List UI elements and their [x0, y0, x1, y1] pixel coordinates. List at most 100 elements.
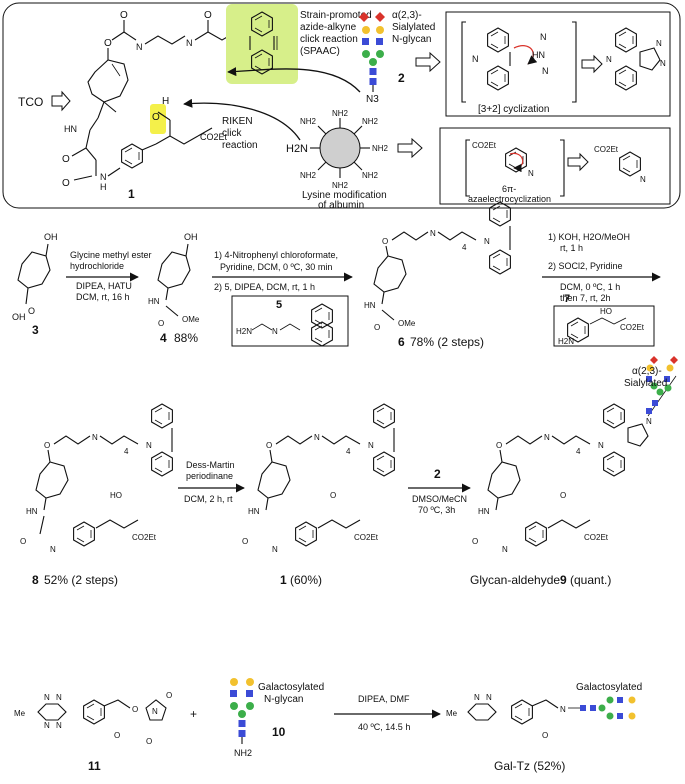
galactosylated-label-1: Galactosylated	[258, 682, 324, 693]
albumin-nh2-1: NH2	[332, 109, 349, 118]
c11-n-3: N	[44, 721, 50, 730]
anilide-n: N	[100, 172, 107, 182]
compound-10-label: 10	[272, 725, 286, 739]
anilide-h: H	[100, 182, 107, 192]
c11-ester-o: O	[132, 705, 138, 714]
step2-cond-1: 1) 4-Nitrophenyl chloroformate,	[214, 250, 338, 260]
plus-sign: +	[190, 707, 197, 721]
c11-me: Me	[14, 709, 26, 718]
riken-label-2: click	[222, 128, 242, 139]
c1b-n: N	[314, 433, 320, 442]
c5-n: N	[272, 327, 278, 336]
compound-7-label: 7	[564, 293, 570, 305]
compound-9-label: 9	[560, 573, 567, 587]
albumin-nh2-7: NH2	[300, 117, 317, 126]
c9-triazole-n: N	[646, 417, 652, 426]
c9-o2: O	[472, 537, 478, 546]
compound-8-yield: 52% (2 steps)	[44, 573, 118, 587]
azaelectro-label-2: azaelectrocyclization	[468, 194, 551, 204]
step3-cond-3: 2) SOCl2, Pyridine	[548, 261, 623, 271]
albumin-icon: NH2 NH2 NH2 NH2 NH2 NH2 H2N NH2	[286, 109, 389, 190]
step3-cond-4: DCM, 0 ºC, 1 h	[560, 282, 620, 292]
c6-hn: HN	[364, 301, 376, 310]
step5-cond-1: DMSO/MeCN	[412, 494, 467, 504]
carbamate-o: O	[104, 38, 112, 49]
c1b-hn: HN	[248, 507, 260, 516]
step3-cond-5: then 7, rt, 2h	[560, 293, 611, 303]
compound-9-yield: (quant.)	[570, 573, 611, 587]
hollow-arrow-bottom	[397, 137, 423, 159]
aldehyde-o: O	[152, 112, 160, 123]
c11-n-1: N	[44, 693, 50, 702]
c9-co2et: CO2Et	[584, 533, 609, 542]
glycan-2-number: 2	[398, 71, 405, 85]
glycan-2-label-3: N-glycan	[392, 34, 431, 45]
mech-co2et-1: CO2Et	[472, 141, 497, 150]
c6-n: N	[430, 229, 436, 238]
step2-cond-2: Pyridine, DCM, 0 ºC, 30 min	[220, 262, 332, 272]
glycan-2-label-2: Sialylated	[392, 22, 435, 33]
reagent-5-box	[231, 295, 349, 347]
c1b-aldehyde-o: O	[330, 491, 336, 500]
c8-ho: HO	[110, 491, 122, 500]
c9-hn: HN	[478, 507, 490, 516]
galtz-name: Gal-Tz (52%)	[494, 759, 565, 773]
c1b-4: 4	[346, 447, 351, 456]
mech-hn: HN	[532, 50, 545, 60]
anilide-o: O	[62, 178, 70, 189]
step4-cond-3: DCM, 2 h, rt	[184, 494, 233, 504]
mechanism-box-1	[445, 11, 671, 117]
c8-dbco-n: N	[146, 441, 152, 450]
n3-label: N3	[366, 94, 379, 105]
mechanism-box-2	[439, 127, 671, 205]
step5-cond-2: 70 ºC, 3h	[418, 505, 455, 515]
galtz-o: O	[542, 731, 548, 740]
compound-7: H2N HO CO2Et	[558, 307, 645, 346]
c8-n: N	[92, 433, 98, 442]
dbco-top	[226, 4, 298, 84]
c1b-anilide-n: N	[272, 545, 278, 554]
tco-hollow-arrow	[51, 90, 71, 112]
albumin-nh2-4: NH2	[362, 171, 379, 180]
albumin-nh2-2: NH2	[362, 117, 379, 126]
mech-n-3: N	[542, 66, 549, 76]
reagent-7-box	[553, 305, 655, 347]
azaelectro-label-1: 6π-	[502, 184, 516, 194]
amide-o: O	[204, 10, 212, 21]
step6-cond-2: 40 ºC, 14.5 h	[358, 722, 410, 732]
c6-dbco-n: N	[484, 237, 490, 246]
c4-hn: HN	[148, 297, 160, 306]
galactosylated-label-2: N-glycan	[264, 694, 303, 705]
triazole-n-3: N	[606, 55, 612, 64]
ester-co2et: CO2Et	[200, 132, 228, 142]
compound-3: OH O OH 3	[12, 232, 58, 337]
mech-n-2: N	[540, 32, 547, 42]
galtz-n-2: N	[486, 693, 492, 702]
carbonyl-o: O	[120, 10, 128, 21]
compound-8: O N 4 N HN O N HO CO2Et 8 52% (2 steps)	[20, 403, 173, 587]
spaac-label-4: (SPAAC)	[300, 46, 340, 57]
aldehyde-h: H	[162, 96, 169, 107]
mech-aza-n: N	[528, 169, 534, 178]
spaac-label-1: Strain-promoted	[300, 10, 372, 21]
step3-cond-2: rt, 1 h	[560, 243, 583, 253]
c3-o: O	[28, 306, 35, 316]
galtz-galactosylated: Galactosylated	[576, 682, 642, 693]
c9-4: 4	[576, 447, 581, 456]
albumin-nh2-6: NH2	[300, 171, 317, 180]
c9-n: N	[544, 433, 550, 442]
c10-nh2: NH2	[234, 748, 252, 758]
c11-nhs-o1: O	[166, 691, 172, 700]
c11-n-2: N	[56, 693, 62, 702]
compound-5: H2N N	[236, 303, 333, 347]
c6-o2: O	[374, 323, 380, 332]
step1-cond-4: DCM, rt, 16 h	[76, 292, 130, 302]
compound-1-label: 1	[128, 187, 135, 201]
step6-cond-1: DIPEA, DMF	[358, 694, 410, 704]
c9-anilide-n: N	[502, 545, 508, 554]
triazole-n-2: N	[660, 59, 666, 68]
c4-ome: OMe	[182, 315, 200, 324]
step1-cond-1: Glycine methyl ester	[70, 250, 152, 260]
compound-6-yield: 78% (2 steps)	[410, 335, 484, 349]
